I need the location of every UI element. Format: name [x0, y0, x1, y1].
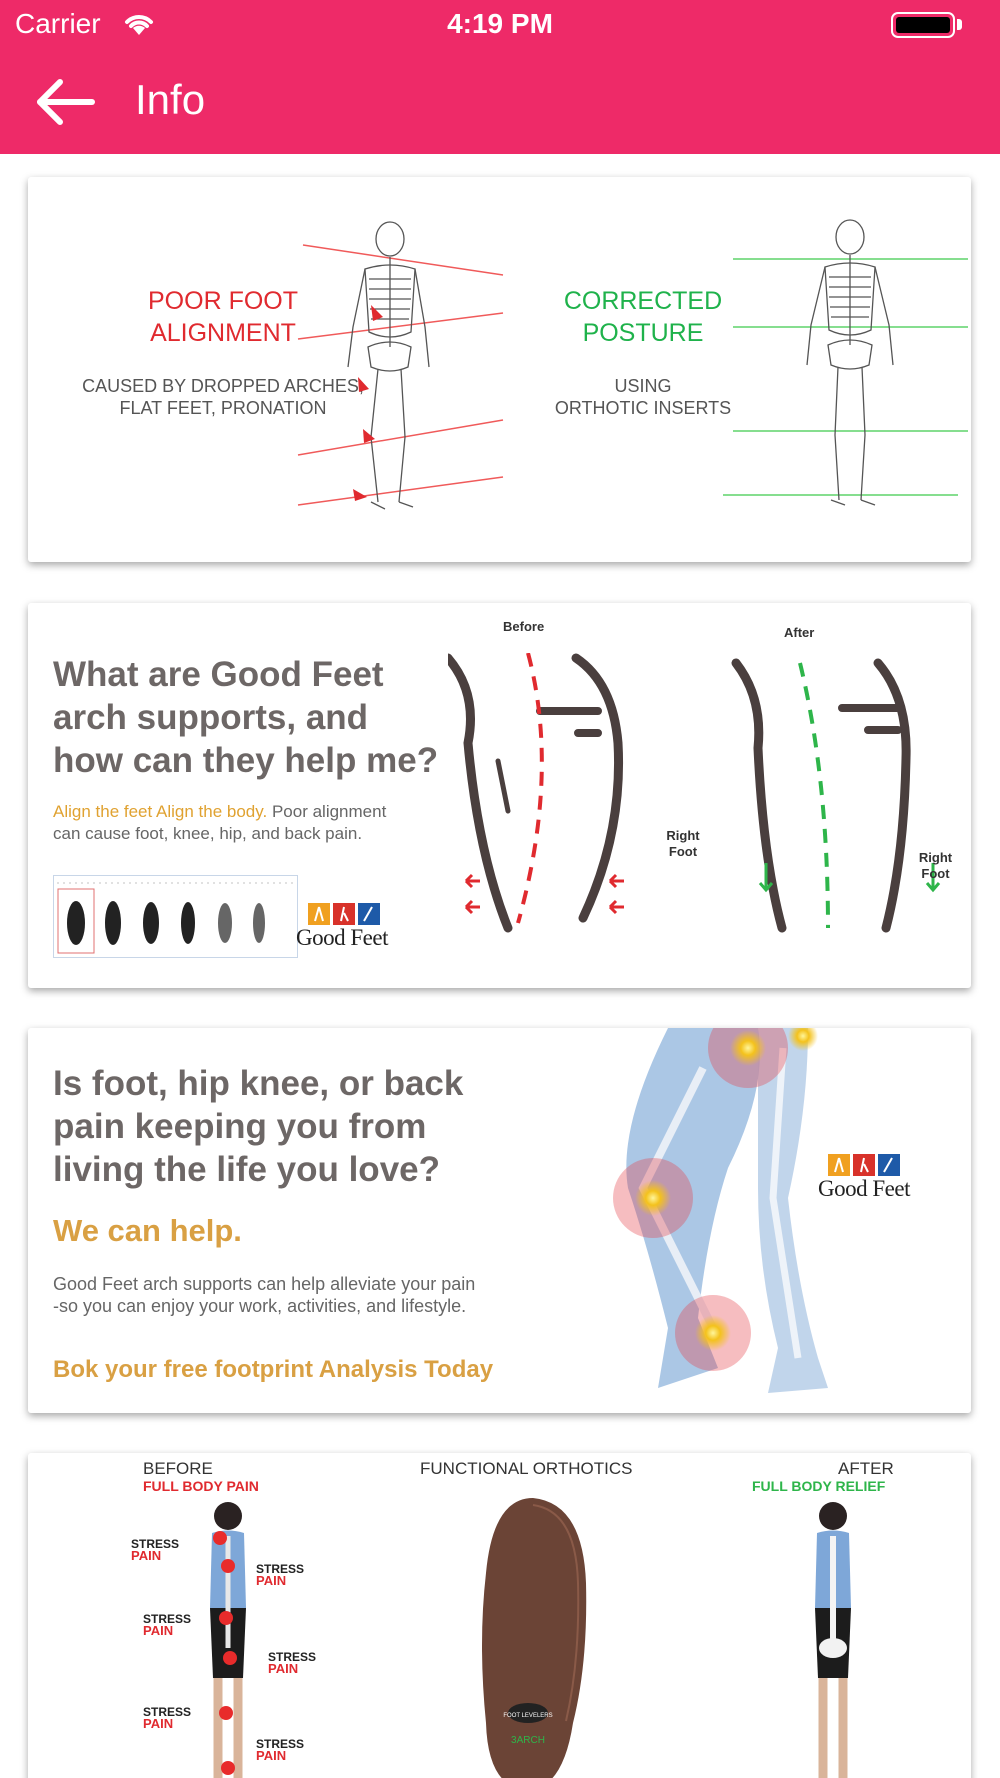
poor-foot-title: POOR FOOT ALIGNMENT [88, 285, 358, 349]
woman-after-image [815, 1502, 851, 1778]
orthotics-card[interactable]: BEFORE FULL BODY PAIN FUNCTIONAL ORTHOTI… [28, 1453, 971, 1778]
corrected-title-line2: POSTURE [582, 319, 704, 347]
right-foot-before-line2: Foot [668, 844, 698, 859]
pain-6-word: PAIN [256, 1748, 287, 1763]
pain-body: Good Feet arch supports can help allevia… [53, 1273, 553, 1317]
right-foot-label-after: Right Foot [908, 850, 963, 882]
arch-body-line1: Align the feet Align the body. Poor alig… [53, 801, 473, 823]
before-subtitle: FULL BODY PAIN [143, 1478, 259, 1494]
leg-before-diagram [448, 653, 624, 933]
stress-3-word: STRESS [143, 1612, 192, 1626]
woman-before-image [210, 1502, 246, 1778]
before-label: Before [503, 619, 545, 634]
right-foot-after-line2: Foot [921, 866, 950, 881]
good-feet-logo-mark [308, 903, 380, 925]
corrected-title-line1: CORRECTED [563, 287, 723, 315]
poor-foot-title-line2: ALIGNMENT [150, 319, 296, 347]
posture-card[interactable]: POOR FOOT ALIGNMENT CAUSED BY DROPPED AR… [28, 177, 971, 562]
arch-body-line2: can cause foot, knee, hip, and back pain… [53, 824, 363, 843]
arch-tagline: Align the feet Align the body. [53, 802, 268, 821]
battery-tip [957, 19, 962, 30]
poor-foot-subtitle: CAUSED BY DROPPED ARCHES, FLAT FEET, PRO… [38, 375, 408, 419]
right-foot-before-line1: Right [666, 828, 700, 843]
after-title: AFTER [838, 1459, 894, 1478]
after-label: After [784, 625, 815, 640]
pain-heading: Is foot, hip knee, or back pain keeping … [53, 1062, 533, 1191]
skeleton-aligned-image [723, 219, 968, 506]
leg-xray-image [613, 1028, 828, 1393]
stress-2-word: STRESS [256, 1562, 305, 1576]
pain-heading-line2: pain keeping you from [53, 1107, 427, 1146]
arch-body: Align the feet Align the body. Poor alig… [53, 801, 473, 845]
stress-4-word: STRESS [268, 1650, 317, 1664]
page-title: Info [135, 76, 206, 123]
arch-body-part1: Poor alignment [267, 802, 387, 821]
corrected-posture-title: CORRECTED POSTURE [523, 285, 763, 349]
pain-heading-line1: Is foot, hip knee, or back [53, 1064, 464, 1103]
after-subtitle: FULL BODY RELIEF [752, 1478, 886, 1494]
pain-1-word: PAIN [131, 1548, 162, 1563]
before-title: BEFORE [143, 1459, 213, 1478]
arch-heading: What are Good Feet arch supports, and ho… [53, 653, 473, 782]
right-foot-label-before: Right Foot [658, 828, 708, 860]
arch-heading-line3: how can they help me? [53, 741, 439, 780]
pain-4-word: PAIN [268, 1661, 299, 1676]
arch-support-card[interactable]: What are Good Feet arch supports, and ho… [28, 603, 971, 988]
pain-body-line2: -so you can enjoy your work, activities,… [53, 1296, 467, 1316]
status-bar: Carrier 4:19 PM [0, 0, 1000, 50]
good-feet-logo-mark-2 [828, 1154, 900, 1176]
footprint-chart-image [53, 875, 298, 958]
corrected-posture-subtitle: USING ORTHOTIC INSERTS [523, 375, 763, 419]
we-can-help: We can help. [53, 1213, 242, 1248]
back-arrow-icon[interactable] [30, 72, 102, 132]
good-feet-logo: Good Feet [296, 903, 406, 951]
svg-text:3ARCH: 3ARCH [511, 1735, 545, 1746]
pain-5-word: PAIN [143, 1716, 174, 1731]
arch-heading-line2: arch supports, and [53, 698, 369, 737]
stress-5-word: STRESS [143, 1705, 192, 1719]
wifi-icon [125, 15, 153, 35]
stress-6-word: STRESS [256, 1737, 305, 1751]
functional-orthotics-title: FUNCTIONAL ORTHOTICS [420, 1459, 633, 1478]
pain-3-word: PAIN [143, 1623, 174, 1638]
poor-foot-sub-line2: FLAT FEET, PRONATION [119, 398, 327, 418]
corrected-sub-line1: USING [614, 376, 672, 396]
pain-heading-line3: living the life you love? [53, 1150, 440, 1189]
orthotic-insole-image: FOOT LEVELERS 3ARCH [482, 1498, 587, 1778]
poor-foot-title-line1: POOR FOOT [148, 287, 298, 315]
svg-text:FOOT LEVELERS: FOOT LEVELERS [503, 1713, 552, 1719]
pain-body-line1: Good Feet arch supports can help allevia… [53, 1274, 476, 1294]
pain-card[interactable]: Is foot, hip knee, or back pain keeping … [28, 1028, 971, 1413]
nav-header: Carrier 4:19 PM Info [0, 0, 1000, 154]
skeleton-misaligned-image [297, 221, 504, 510]
carrier-label: Carrier [15, 8, 101, 39]
arch-heading-line1: What are Good Feet [53, 655, 384, 694]
good-feet-logo-text: Good Feet [296, 925, 388, 950]
battery-icon [891, 12, 955, 38]
good-feet-logo-text-2: Good Feet [818, 1176, 910, 1201]
leg-after-diagram [731, 658, 941, 933]
stress-1-word: STRESS [131, 1537, 180, 1551]
book-analysis-link[interactable]: Bok your free footprint Analysis Today [53, 1356, 494, 1383]
pain-2-word: PAIN [256, 1573, 287, 1588]
corrected-sub-line2: ORTHOTIC INSERTS [554, 398, 732, 418]
right-foot-after-line1: Right [918, 850, 953, 865]
poor-foot-sub-line1: CAUSED BY DROPPED ARCHES, [82, 376, 364, 396]
clock: 4:19 PM [447, 8, 553, 39]
good-feet-logo-2: Good Feet [818, 1154, 928, 1202]
